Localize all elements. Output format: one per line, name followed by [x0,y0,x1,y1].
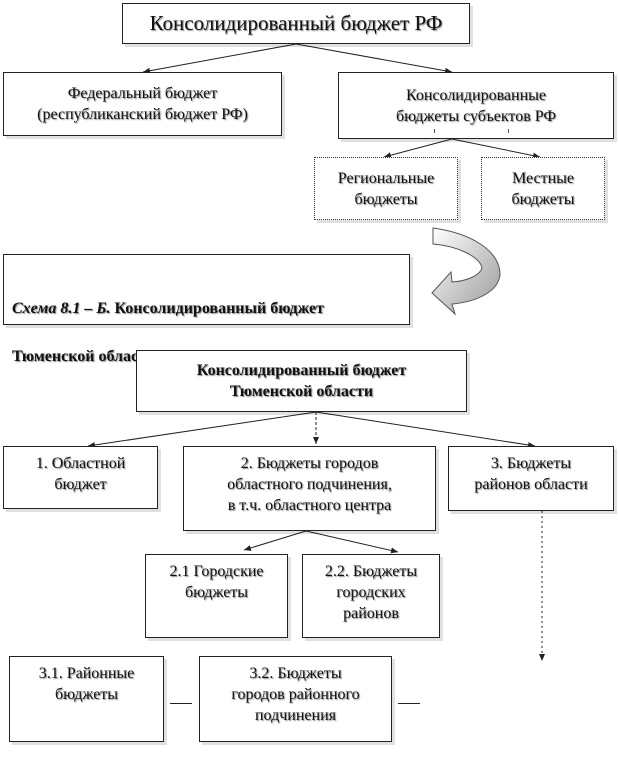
arrow-subjects-to-regional [383,138,453,159]
node-district-budgets: 3. Бюджеты районов области [448,446,614,511]
arrow-root-to-federal [142,43,297,74]
arrow-root-to-subjects [295,43,453,74]
tick-mark [434,129,435,133]
arrow-root-to-n3 [315,411,536,448]
node-regional-budget: 1. Областной бюджет [3,446,158,509]
caption-label: Схема 8.1 – Б. [12,300,111,317]
arrow-root-to-n1 [87,411,317,448]
caption-title-line1: Консолидированный бюджет [110,300,324,317]
node-local-budgets: Местные бюджеты [481,157,605,220]
node-tyumen-consolidated-budget: Консолидированный бюджет Тюменской облас… [136,350,467,412]
caption-title-line2: Тюменской области [12,348,156,365]
node-district-city-budgets-3-2: 3.2. Бюджеты городов районного подчинени… [199,656,392,742]
arrow-n2-to-n22 [305,530,399,554]
scheme-caption: Схема 8.1 – Б. Консолидированный бюджет … [3,254,410,365]
node-consolidated-budget-rf: Консолидированный бюджет РФ [122,3,470,44]
arrow-n2-to-n21 [243,530,307,551]
node-regional-budgets: Региональные бюджеты [314,157,458,220]
arrow-subjects-to-local [451,138,541,159]
node-city-district-budgets-2-2: 2.2. Бюджеты городских районов [302,554,440,638]
link-dash [398,703,420,704]
node-city-budgets-2-1: 2.1 Городские бюджеты [145,554,288,638]
node-city-budgets: 2. Бюджеты городов областного подчинения… [183,446,436,531]
node-subjects-budgets: Консолидированные бюджеты субъектов РФ [338,72,614,139]
tick-mark [508,129,509,133]
node-district-budgets-3-1: 3.1. Районные бюджеты [9,656,164,742]
node-federal-budget: Федеральный бюджет (республиканский бюдж… [3,72,282,136]
link-dash [170,703,192,704]
curved-arrow-icon [431,227,501,316]
